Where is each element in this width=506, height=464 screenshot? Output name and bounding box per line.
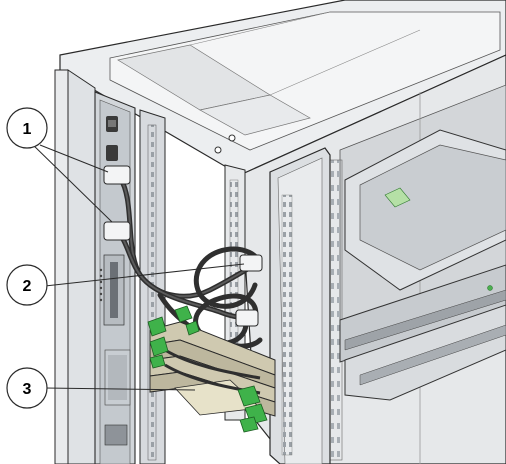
rack-front-right-post — [269, 147, 331, 464]
callout-3-label: 3 — [23, 381, 32, 398]
server-chassis — [339, 129, 506, 401]
callout-2-circle — [6, 264, 48, 306]
callout-2: 2 — [6, 264, 48, 306]
power-plug — [103, 165, 263, 327]
callout-2-label: 2 — [23, 278, 32, 295]
callout-1-label: 1 — [23, 121, 32, 138]
velcro-strap-icon — [147, 305, 268, 433]
rack-top-panel — [59, 0, 506, 176]
callout-1-circle — [6, 107, 48, 149]
callout-3: 3 — [6, 367, 48, 409]
callout-1: 1 — [6, 107, 48, 149]
callout-3-circle — [6, 367, 48, 409]
callout-leaders — [29, 141, 245, 391]
rack-left-post — [54, 69, 96, 464]
